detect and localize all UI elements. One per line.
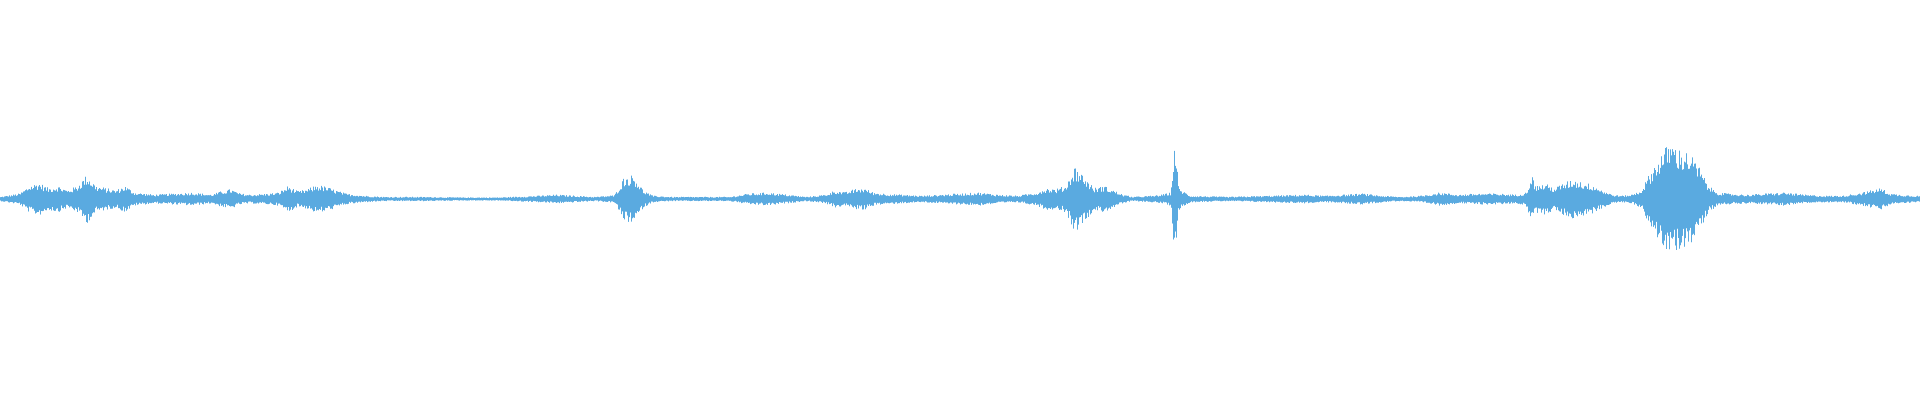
- waveform-panel[interactable]: [0, 0, 1920, 400]
- audio-waveform[interactable]: [0, 0, 1920, 400]
